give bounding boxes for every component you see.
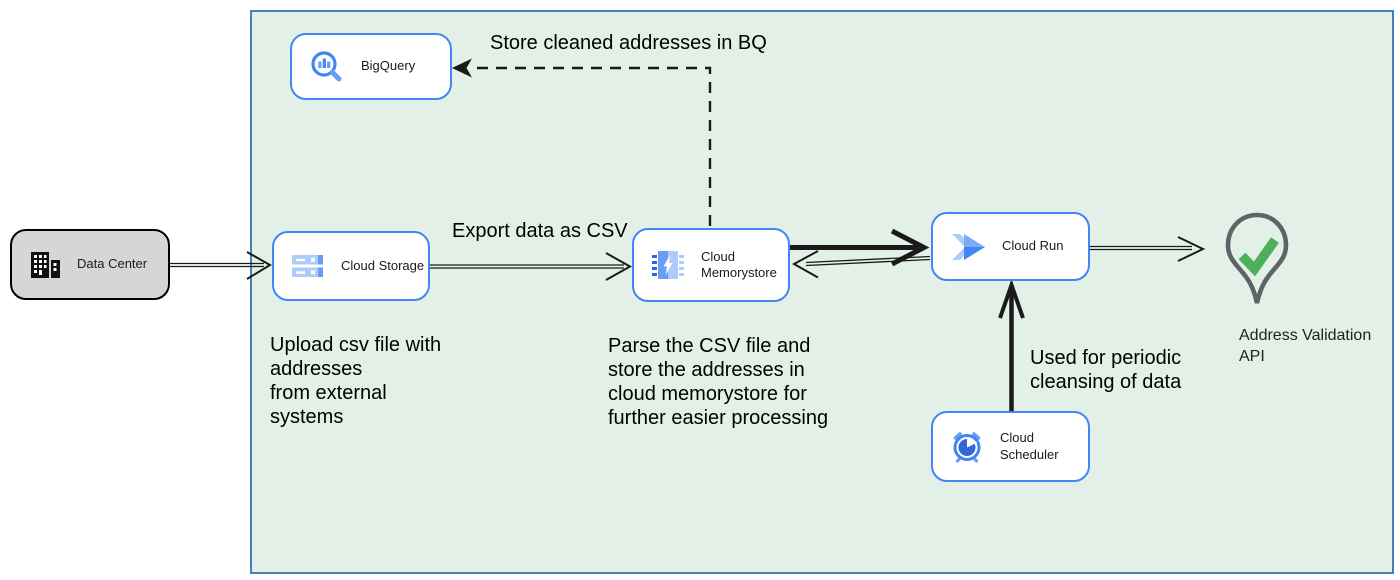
- node-data-center[interactable]: Data Center: [10, 229, 170, 300]
- node-label: Cloud Memorystore: [701, 248, 777, 280]
- node-cloud-memorystore[interactable]: Cloud Memorystore: [632, 228, 790, 302]
- cloud-run-icon: [949, 231, 987, 263]
- edge-label-export-csv: Export data as CSV: [452, 220, 628, 242]
- address-validation-label: Address Validation API: [1239, 327, 1372, 365]
- node-label: Cloud Scheduler: [1000, 430, 1059, 462]
- gcp-boundary-container: [250, 10, 1394, 574]
- cloud-storage-icon: [290, 251, 326, 281]
- node-label: Cloud Storage: [341, 257, 425, 273]
- check-icon: [1238, 237, 1279, 277]
- address-pin-icon: [1225, 212, 1289, 304]
- edge-label-periodic-cleansing: Used for periodic cleansing of data: [1030, 347, 1182, 393]
- note-upload-csv: Upload csv file with addresses from exte…: [270, 334, 442, 428]
- data-center-icon: [28, 250, 62, 280]
- node-cloud-storage[interactable]: Cloud Storage: [272, 231, 430, 301]
- node-cloud-run[interactable]: Cloud Run: [931, 212, 1090, 281]
- memorystore-icon: [650, 248, 686, 282]
- bigquery-icon: [308, 48, 346, 86]
- node-cloud-scheduler[interactable]: Cloud Scheduler: [931, 411, 1090, 482]
- node-label: Data Center: [77, 256, 148, 272]
- node-label: Cloud Run: [1002, 238, 1064, 254]
- node-bigquery[interactable]: BigQuery: [290, 33, 452, 100]
- edge-label-store-bq: Store cleaned addresses in BQ: [490, 32, 767, 54]
- cloud-scheduler-icon: [949, 430, 985, 464]
- node-address-validation-api[interactable]: [1222, 210, 1292, 317]
- node-label: BigQuery: [361, 58, 416, 74]
- note-parse-csv: Parse the CSV file and store the address…: [608, 335, 829, 429]
